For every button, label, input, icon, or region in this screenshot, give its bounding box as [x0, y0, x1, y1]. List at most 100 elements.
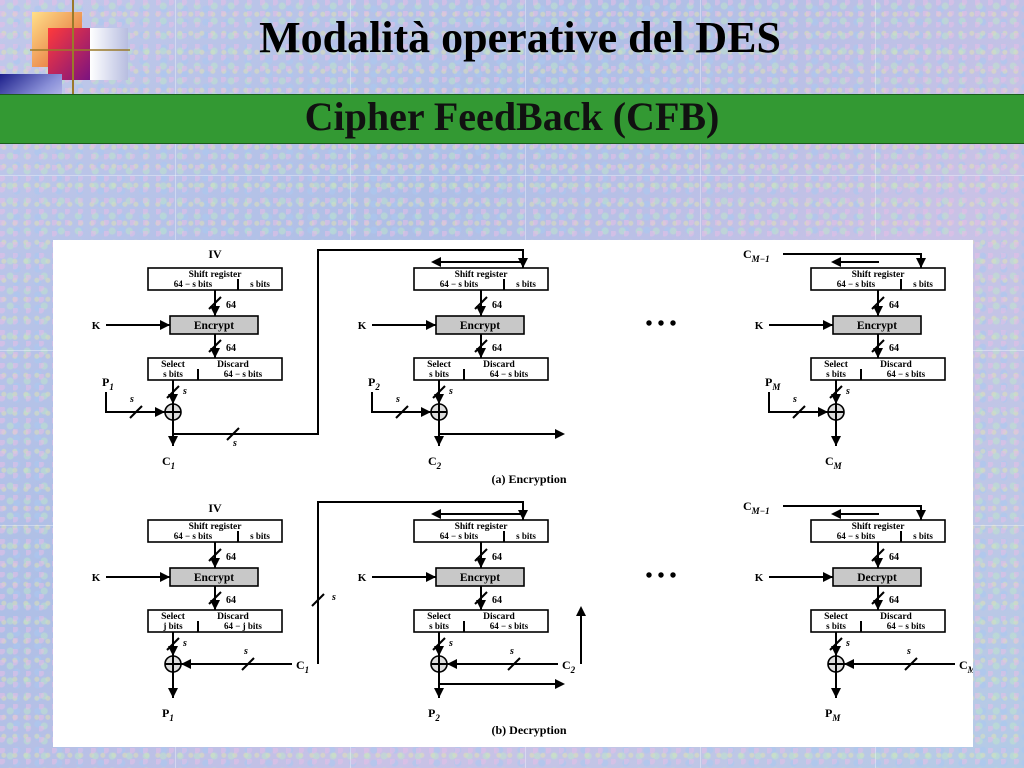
select-label: Select [427, 360, 452, 370]
bus-width-label: s [182, 638, 187, 649]
key-arrowhead [426, 572, 436, 582]
key-label: K [755, 572, 764, 584]
discard-bits-label: 64 − j bits [224, 621, 262, 631]
cipher-box-label: Decrypt [857, 572, 897, 584]
bus-arrowhead [210, 600, 220, 610]
bus-width-label: s [331, 592, 336, 603]
bus-width-label: 64 [226, 595, 236, 606]
ellipsis-marker: • • • [645, 313, 676, 335]
bus-width-label: s [845, 638, 850, 649]
bus-width-mark [432, 637, 446, 651]
ciphertext-label: CM [825, 454, 843, 471]
ciphertext-input-label: CM [959, 658, 973, 675]
shift-direction-arrowhead [831, 257, 841, 267]
bus-arrowhead [476, 600, 486, 610]
bus-width-mark [208, 591, 222, 605]
bus-width-mark [208, 296, 222, 310]
discard-bits-label: 64 − s bits [490, 621, 529, 631]
bus-width-mark [507, 657, 521, 671]
ciphertext-input-label: C2 [562, 658, 576, 675]
bus-width-label: 64 [492, 552, 502, 563]
discard-label: Discard [483, 612, 515, 622]
bus-width-label: 64 [226, 300, 236, 311]
select-discard-box [810, 357, 946, 381]
bus-width-mark [792, 405, 806, 419]
bus-width-mark [166, 637, 180, 651]
bus-arrowhead [476, 558, 486, 568]
bus-width-mark [474, 591, 488, 605]
select-label: Select [824, 612, 849, 622]
shift-register-bits-right: s bits [913, 279, 933, 289]
bus-width-label: s [448, 386, 453, 397]
plaintext-continuation-arrowhead [555, 679, 565, 689]
select-discard-box [810, 609, 946, 633]
bus-width-mark [474, 339, 488, 353]
discard-bits-label: 64 − s bits [490, 369, 529, 379]
plaintext-line [105, 392, 165, 413]
bus-width-label: 64 [889, 343, 899, 354]
ciphertext-input-arrowhead [181, 659, 191, 669]
discard-label: Discard [880, 360, 912, 370]
bus-width-label: 64 [226, 343, 236, 354]
ellipsis-marker: • • • [645, 565, 676, 587]
shift-register-label: Shift register [852, 270, 906, 280]
bus-arrowhead [168, 646, 178, 656]
key-arrowhead [160, 572, 170, 582]
feedback-arrowhead [576, 606, 586, 616]
shift-register-bits-left: 64 − s bits [440, 531, 479, 541]
bus-width-mark [129, 405, 143, 419]
shift-register-bits-right: s bits [516, 279, 536, 289]
bus-width-label: s [182, 386, 187, 397]
shift-direction-arrowhead [431, 509, 441, 519]
shift-register-label: Shift register [852, 522, 906, 532]
bus-width-label: 64 [492, 595, 502, 606]
plaintext-label: P2 [368, 375, 380, 392]
feedback-arrowhead [916, 258, 926, 268]
shift-direction-arrowhead [831, 509, 841, 519]
key-arrowhead [160, 320, 170, 330]
shift-register-bits-right: s bits [250, 531, 270, 541]
select-discard-box [413, 609, 549, 633]
plaintext-line [768, 392, 828, 413]
bus-width-label: 64 [889, 300, 899, 311]
bus-arrowhead [873, 348, 883, 358]
bus-width-label: s [129, 394, 134, 405]
bus-width-mark [474, 548, 488, 562]
bus-arrowhead [210, 348, 220, 358]
cipher-box-label: Encrypt [194, 320, 234, 332]
shift-register-bits-left: 64 − s bits [440, 279, 479, 289]
key-label: K [358, 572, 367, 584]
shift-direction-arrowhead [431, 257, 441, 267]
bus-width-label: 64 [492, 300, 502, 311]
bus-width-label: 64 [889, 595, 899, 606]
output-arrowhead [434, 436, 444, 446]
key-arrowhead [823, 572, 833, 582]
bus-width-mark [208, 548, 222, 562]
encryption-caption: (a) Encryption [492, 472, 567, 486]
shift-register-label: Shift register [455, 522, 509, 532]
bus-arrowhead [476, 348, 486, 358]
ciphertext-label: C1 [162, 454, 175, 471]
bus-arrowhead [873, 306, 883, 316]
plaintext-arrowhead [421, 407, 431, 417]
bus-width-label: s [232, 438, 237, 449]
bus-width-label: s [906, 646, 911, 657]
select-label: Select [427, 612, 452, 622]
output-arrowhead [168, 688, 178, 698]
bus-arrowhead [873, 558, 883, 568]
select-bits-label: j bits [162, 621, 183, 631]
shift-register-bits-left: 64 − s bits [837, 531, 876, 541]
discard-label: Discard [217, 612, 249, 622]
bus-width-mark [226, 427, 240, 441]
iv-label: IV [208, 247, 222, 261]
cipher-box-label: Encrypt [857, 320, 897, 332]
bus-width-label: s [395, 394, 400, 405]
shift-register-bits-right: s bits [913, 531, 933, 541]
key-arrowhead [823, 320, 833, 330]
output-arrowhead [168, 436, 178, 446]
bus-width-mark [871, 548, 885, 562]
bus-width-mark [829, 637, 843, 651]
ciphertext-input-label: C1 [296, 658, 309, 675]
discard-label: Discard [880, 612, 912, 622]
